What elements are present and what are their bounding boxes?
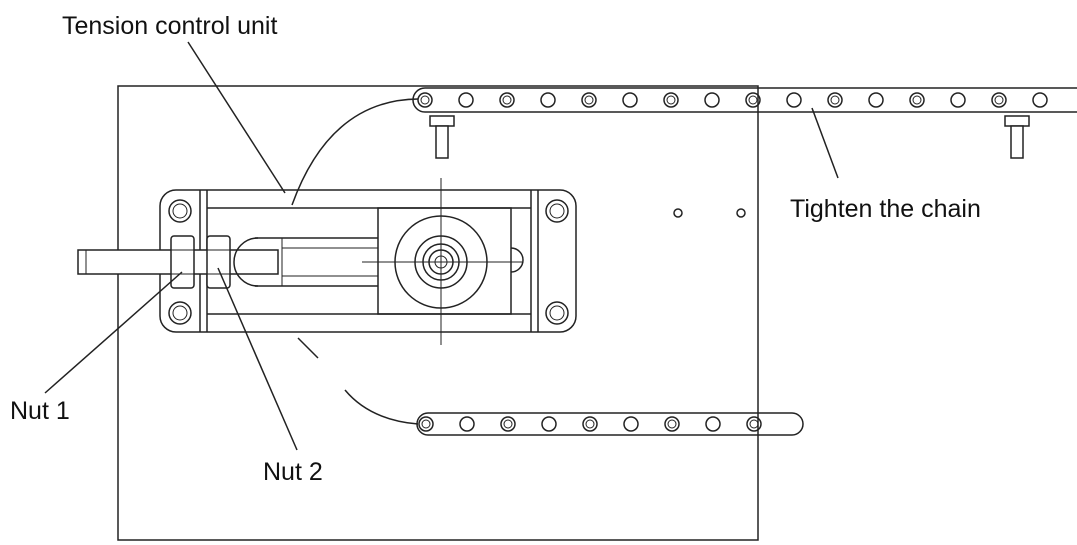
bottom-chain bbox=[416, 412, 804, 436]
top-chain bbox=[412, 87, 1077, 113]
chain-link bbox=[540, 92, 556, 108]
leader-nut1 bbox=[44, 271, 183, 394]
chain-link bbox=[417, 92, 433, 108]
label-nut-1: Nut 1 bbox=[10, 397, 70, 425]
chain-link bbox=[458, 92, 474, 108]
tension-control-unit bbox=[77, 178, 577, 345]
chain-link bbox=[991, 92, 1007, 108]
chain-link bbox=[1032, 92, 1048, 108]
chain-link bbox=[705, 416, 721, 432]
chain-link bbox=[622, 92, 638, 108]
chain-link bbox=[541, 416, 557, 432]
corner-bolt bbox=[168, 199, 192, 223]
chain-link bbox=[745, 92, 761, 108]
chain-link bbox=[623, 416, 639, 432]
leader-tension-unit bbox=[187, 41, 286, 194]
chain-link bbox=[704, 92, 720, 108]
sprocket bbox=[362, 178, 522, 345]
chain-link bbox=[418, 416, 434, 432]
chain-link bbox=[909, 92, 925, 108]
leader-nut2 bbox=[217, 267, 298, 451]
chain-link bbox=[582, 416, 598, 432]
chain-link bbox=[827, 92, 843, 108]
corner-bolt bbox=[168, 301, 192, 325]
chain-link bbox=[499, 92, 515, 108]
label-tighten-chain: Tighten the chain bbox=[790, 195, 981, 223]
corner-bolt bbox=[545, 301, 569, 325]
label-tension-control-unit: Tension control unit bbox=[62, 12, 277, 40]
chain-link bbox=[663, 92, 679, 108]
chain-link bbox=[581, 92, 597, 108]
chain-link bbox=[786, 92, 802, 108]
chain-bracket-left bbox=[429, 115, 455, 159]
chain-link bbox=[950, 92, 966, 108]
chain-arc-bottom bbox=[344, 389, 419, 425]
corner-bolt bbox=[545, 199, 569, 223]
chain-link bbox=[664, 416, 680, 432]
chain-link bbox=[500, 416, 516, 432]
chain-link bbox=[459, 416, 475, 432]
chain-link bbox=[746, 416, 762, 432]
plate-hole bbox=[673, 208, 683, 218]
label-nut-2: Nut 2 bbox=[263, 458, 323, 486]
sliding-block bbox=[377, 207, 512, 315]
leader-tighten-chain bbox=[811, 107, 839, 179]
chain-link bbox=[868, 92, 884, 108]
chain-bracket-right bbox=[1004, 115, 1030, 159]
nut-2 bbox=[206, 235, 231, 289]
chain-arc-top bbox=[291, 98, 419, 206]
plate-hole bbox=[736, 208, 746, 218]
mounting-plate bbox=[117, 85, 759, 541]
chain-arc-bottom-dash bbox=[297, 337, 319, 359]
nut-1 bbox=[170, 235, 195, 289]
